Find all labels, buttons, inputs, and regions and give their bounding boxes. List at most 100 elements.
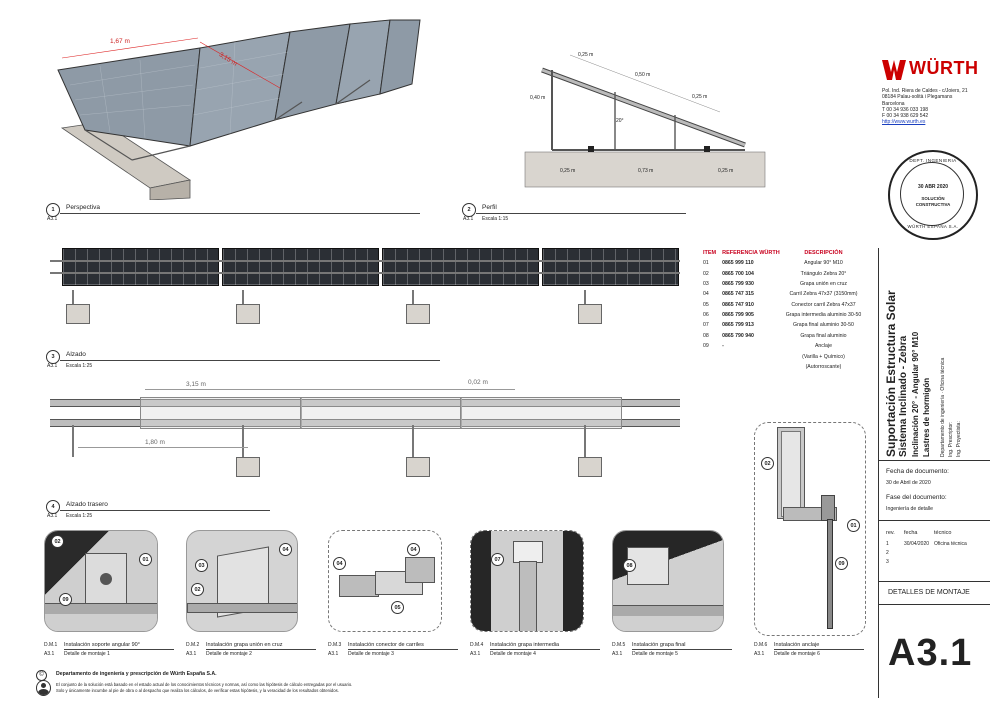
approval-stamp: DEPT. INGENIERIA 30 ABR 2020 SOLUCIÓN CO… <box>888 150 978 240</box>
section-label-4: 4 Alzado trasero A3.1 Escala 1:25 <box>46 500 276 520</box>
detail-sub: Detalle de montaje 2 <box>206 651 252 657</box>
doc-date-label: Fecha de documento: <box>886 468 949 475</box>
dim-profile-b1: 0,25 m <box>560 168 576 174</box>
company-web-link[interactable]: http://www.wurth.es <box>882 119 926 126</box>
detail-sub: Detalle de montaje 1 <box>64 651 110 657</box>
dim-profile-b2: 0,73 m <box>638 168 654 174</box>
table-header-row: ITEM REFERENCIA WÜRTH DESCRIPCIÓN <box>700 248 864 258</box>
brand-block: WÜRTH Pol. Ind. Riera de Caldes - c/Joie… <box>882 58 992 138</box>
callout-07: 07 <box>491 553 504 566</box>
callout-02: 02 <box>51 535 64 548</box>
detail-sub: Detalle de montaje 4 <box>490 651 536 657</box>
title-block: Suportación Estructura Solar Sistema Inc… <box>878 248 990 698</box>
callout-09: 09 <box>59 593 72 606</box>
detail-1-image: 02 01 09 <box>44 530 158 632</box>
detail-sheet: A3.1 <box>44 651 55 657</box>
rev-date-header: fecha <box>904 530 918 536</box>
dim-profile-b3: 0,25 m <box>718 168 734 174</box>
col-header-item: ITEM <box>703 250 717 256</box>
dim-rail-gap: 0,02 m <box>468 379 488 386</box>
title-main: Suportación Estructura Solar <box>884 290 898 457</box>
detail-sheet: A3.1 <box>328 651 339 657</box>
section-sheet: A3.1 <box>47 513 58 519</box>
detail-caption-5: D.M.5 A3.1 Instalación grapa final Detal… <box>612 642 752 662</box>
company-address-3: Barcelona <box>882 100 905 107</box>
stamp-bottom-text: WÜRTH ESPAÑA S.A. <box>907 224 959 229</box>
title-inclination: Inclinación 20° - Angular 90° M10 <box>911 331 920 457</box>
stamp-top-text: DEPT. INGENIERIA <box>909 158 957 163</box>
detail-sheet: A3.1 <box>754 651 765 657</box>
detail-title: Instalación grapa unión en cruz <box>206 642 283 648</box>
detail-code: D.M.1 <box>44 642 58 648</box>
detail-sub: Detalle de montaje 5 <box>632 651 678 657</box>
doc-phase-label: Fase del documento: <box>886 494 947 501</box>
callout-02: 02 <box>191 583 204 596</box>
doc-date-value: 30 de Abril de 2020 <box>886 480 931 486</box>
callout-02: 02 <box>761 457 774 470</box>
callout-08: 08 <box>623 559 636 572</box>
col-header-ref: REFERENCIA WÜRTH <box>722 250 780 256</box>
section-scale: Escala 1:25 <box>66 513 93 519</box>
detail-caption-6: D.M.6 A3.1 Instalación anclaje Detalle d… <box>754 642 869 662</box>
stamp-date: 30 ABR 2020 <box>917 184 949 190</box>
detail-5-image: 08 <box>612 530 724 632</box>
detail-sheet: A3.1 <box>470 651 481 657</box>
table-row: 09-Anclaje <box>703 343 832 350</box>
callout-04: 04 <box>333 557 346 570</box>
detail-caption-3: D.M.3 A3.1 Instalación conector de carri… <box>328 642 468 662</box>
footer-dept: Departamento de ingeniería y prescripció… <box>56 671 217 677</box>
detail-sheet: A3.1 <box>612 651 623 657</box>
section-title: Perspectiva <box>66 204 100 211</box>
section-number: 1 <box>46 203 60 217</box>
detail-title: Instalación conector de carriles <box>348 642 424 648</box>
section-title: Perfil <box>482 204 497 211</box>
rev-header: rev. <box>886 530 895 536</box>
revision-row: 3 <box>886 559 889 565</box>
detail-code: D.M.6 <box>754 642 768 648</box>
section-scale: Escala 1:25 <box>66 363 93 369</box>
doc-phase-value: Ingeniería de detalle <box>886 506 934 512</box>
dim-support-spacing: 1,80 m <box>145 439 165 446</box>
dim-profile-d2: 0,50 m <box>635 72 651 78</box>
detail-4-image: 07 <box>470 530 584 632</box>
footer-note-2: Solo y únicamente incumbe al pie de obra… <box>56 688 339 693</box>
detail-code: D.M.3 <box>328 642 342 648</box>
detail-6-image: 02 01 09 <box>754 422 866 636</box>
detail-caption-4: D.M.4 A3.1 Instalación grapa intermedia … <box>470 642 610 662</box>
top-view-strip <box>50 248 680 328</box>
detail-title: Instalación soporte angular 90° <box>64 642 140 648</box>
section-title: Alzado trasero <box>66 501 108 508</box>
detail-title: Instalación grapa final <box>632 642 686 648</box>
dim-profile-d1: 0,25 m <box>578 52 594 58</box>
section-sheet: A3.1 <box>47 363 58 369</box>
callout-01: 01 <box>139 553 152 566</box>
sheet-title: DETALLES DE MONTAJE <box>888 589 970 596</box>
dim-perspective-width: 1,67 m <box>110 38 130 45</box>
callout-09: 09 <box>835 557 848 570</box>
detail-code: D.M.5 <box>612 642 626 648</box>
table-row: (Autorroscante) <box>805 363 842 370</box>
wurth-logo-icon <box>882 60 906 80</box>
sheet-code: A3.1 <box>888 632 973 674</box>
section-number: 2 <box>462 203 476 217</box>
title-proyectista: Ing. Proyectista: <box>956 421 962 457</box>
callout-04: 04 <box>407 543 420 556</box>
section-label-3: 3 Alzado A3.1 Escala 1:25 <box>46 350 446 370</box>
section-sheet: A3.1 <box>463 216 474 222</box>
detail-title: Instalación grapa intermedia <box>490 642 560 648</box>
detail-sheet: A3.1 <box>186 651 197 657</box>
detail-caption-1: D.M.1 A3.1 Instalación soporte angular 9… <box>44 642 184 662</box>
brand-name: WÜRTH <box>909 58 979 78</box>
callout-05: 05 <box>391 601 404 614</box>
dim-rail-length: 3,15 m <box>186 381 206 388</box>
company-address-1: Pol. Ind. Riera de Caldes - c/Joiers, 21 <box>882 88 968 94</box>
